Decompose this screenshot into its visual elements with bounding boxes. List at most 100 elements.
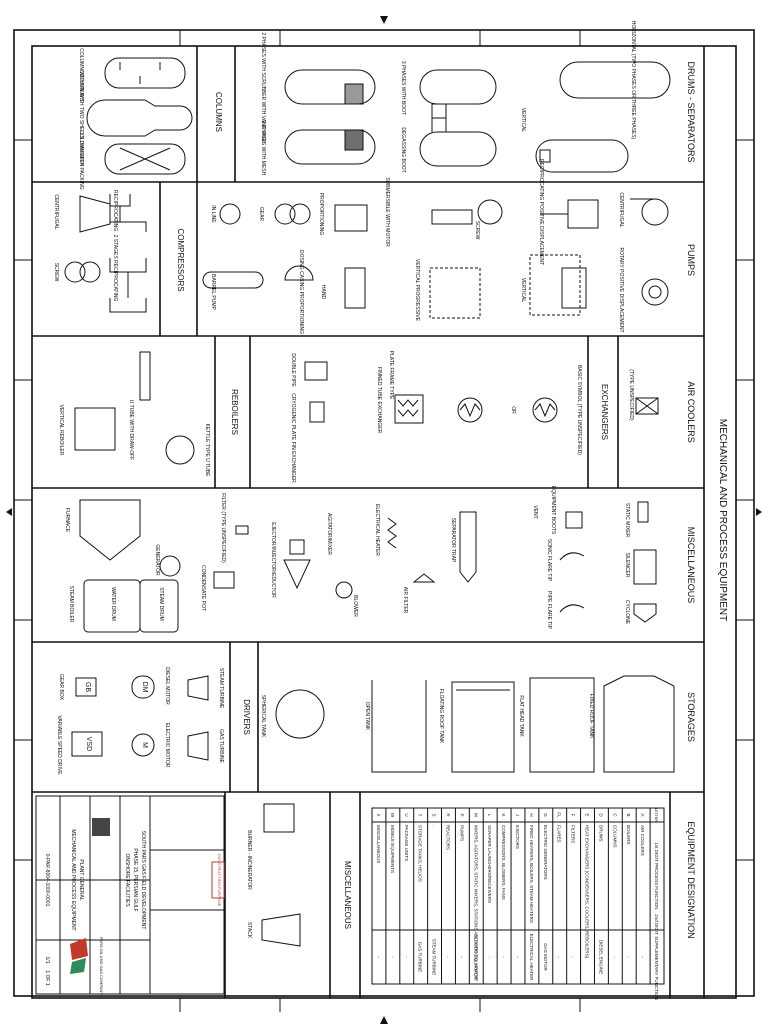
- designation-cell-supplementary: -: [640, 956, 645, 958]
- designation-cell-supplementary: -: [459, 956, 464, 958]
- designation-cell-process: FLARES: [557, 825, 562, 843]
- pump-label-hand: HAND: [320, 285, 326, 300]
- tb-sheet: 1 OF 1: [44, 970, 50, 986]
- misc-label-agitator: AGITATOR/MIXER: [326, 513, 332, 555]
- exchangers-title: EXCHANGERS: [600, 384, 609, 440]
- misc-label-steam-boiler: STEAM BOILER: [68, 586, 74, 623]
- designation-cell-supplementary: -: [445, 956, 450, 958]
- compressors-title: COMPRESSORS: [176, 228, 185, 291]
- tb-logo: PARS OIL AND GAS COMPANY: [99, 937, 104, 995]
- designation-cell-process: PACKAGE UNITS: [404, 825, 409, 861]
- misc2-label-burner: BURNER - INCINERATOR: [246, 830, 252, 890]
- driver-symbols: [71, 675, 209, 761]
- pump-label-gear: GEAR: [258, 207, 264, 222]
- comp-label-2stages: 2 STAGES RECIPROCATING: [112, 235, 118, 302]
- designation-cell-process: MOBILE EQUIPMENTS: [390, 825, 395, 873]
- main-title: MECHANICAL AND PROCESS EQUIPMENT: [717, 419, 728, 621]
- designation-cell-letter: A: [640, 813, 645, 816]
- designation-cell-process: STORAGE TANKS, HELIOS: [418, 825, 423, 882]
- column-label-packing: COLUMN WITH PACKING: [78, 130, 84, 189]
- pump-label-proportioning: PROPORTIONING: [318, 193, 324, 236]
- driver-vsd: VSD: [85, 737, 92, 751]
- misc2-title: MISCELLANEOUS: [343, 861, 352, 929]
- designation-cell-letter: L: [487, 814, 492, 817]
- pump-label-barrel: BARREL PUMP: [210, 274, 216, 310]
- pump-label-vert-progressive: VERTICAL PROGRESSIVE: [414, 259, 420, 322]
- column-label-trays: COLUMN WITH TRAYS: [78, 48, 84, 102]
- storage-symbols: [275, 675, 675, 773]
- designation-cell-supplementary: ELECTRICAL MOTOR: [473, 934, 478, 980]
- designation-cell-process: REACTORS: [445, 825, 450, 850]
- driver-m: M: [141, 742, 148, 748]
- pump-label-vertical: VERTICAL: [520, 278, 526, 303]
- designation-cell-process: MISCELLANEOUS: [376, 825, 381, 863]
- outer-border: [13, 29, 755, 997]
- designation-cell-supplementary: -: [501, 956, 506, 958]
- driver-label-electric: ELECTRIC MOTOR: [164, 723, 170, 768]
- designation-cell-supplementary: -: [557, 956, 562, 958]
- tb-stamp: CONSTRUCTION PURPOSE: [217, 854, 222, 907]
- designation-cell-process: COLUMNS: [612, 825, 617, 848]
- misc-label-silencer: SILENCER: [624, 552, 630, 577]
- designation-cell-supplementary: -: [585, 956, 590, 958]
- designation-header-first: 1st DIGIT PROCESS FUNCTION: [654, 843, 659, 910]
- drums-symbols: [284, 61, 671, 173]
- misc-label-equipment-boots: EQUIPMENT BOOTS: [550, 486, 556, 535]
- driver-label-gas-turbine: GAS TURBINE: [218, 729, 224, 763]
- designation-cell-letter: M: [473, 813, 478, 817]
- designation-cell-letter: FL: [557, 812, 562, 818]
- designation-cell-supplementary: -: [487, 956, 492, 958]
- designation-cell-supplementary: -: [571, 956, 576, 958]
- columns-title: COLUMNS: [214, 92, 223, 132]
- pump-label-screw: SCREW: [474, 221, 480, 240]
- reb-label-vertical: VERTICAL REBOILER: [58, 405, 64, 456]
- designation-cell-supplementary: -: [404, 956, 409, 958]
- tb-line-0: SOUTH PARS GAS FIELD DEVELOPMENT: [140, 831, 146, 930]
- designation-cell-letter: X: [376, 813, 381, 816]
- designation-cell-letter: J: [515, 814, 520, 816]
- zone-ticks: [14, 30, 754, 1012]
- exch-label-cryogenic: CRYOGENIC PLATE FIN EXCHANGER: [290, 393, 296, 483]
- misc-label-water-drum: WATER DRUM: [110, 587, 116, 621]
- misc-label-steam-drum: STEAM DRUM: [158, 587, 164, 621]
- driver-label-vsd: VARIABLE SPEED DRIVE: [56, 715, 62, 775]
- designation-cell-letter: K: [501, 813, 506, 816]
- tb-doc-no: 0-PAR-8004-1000-0001: [44, 854, 50, 907]
- designation-cell-letter: C: [612, 813, 617, 817]
- designation-cell-letter: W: [390, 813, 395, 818]
- drum-label-3phase: 3 PHASES WITH BOOT: [400, 61, 406, 115]
- misc-label-air-filter: AIR FILTER: [402, 587, 408, 614]
- designation-cell-process: COMPRESSORS, BLOWERS, FANS: [501, 825, 506, 900]
- driver-dm: DM: [141, 682, 148, 693]
- misc-label-separator-trap: SEPARATOR TRAP: [450, 518, 456, 563]
- misc-label-vent: VENT: [532, 505, 538, 518]
- misc-label-static-mixer: STATIC MIXER: [624, 503, 630, 538]
- pumps-title: PUMPS: [686, 244, 696, 276]
- storage-label-floating-roof: FLOATING ROOF TANK: [438, 689, 444, 744]
- misc-symbols: [79, 499, 657, 633]
- pump-label-centrifugal: CENTRIFUGAL: [618, 192, 624, 228]
- driver-label-gearbox: GEAR BOX: [58, 674, 64, 701]
- comp-label-reciprocating: RECIPROCATING: [112, 190, 118, 231]
- misc-label-pipe-flare: PIPE FLARE TIP: [546, 591, 552, 630]
- drivers-title: DRIVERS: [242, 699, 251, 735]
- designation-cell-letter: T: [418, 814, 423, 817]
- designation-cell-process: ELECTRIC GENERATORS: [543, 825, 548, 880]
- exch-label-finned: FINNED TUBE EXCHANGER: [376, 367, 382, 434]
- designation-cell-letter: G: [543, 813, 548, 817]
- pump-label-dosing: DOSING CASING PROPORTIONING: [298, 250, 304, 334]
- designation-cell-process: MIXERS, AGITATORS, STATIC MIXERS, STATIO…: [473, 825, 478, 982]
- designation-cell-process: EJECTORS: [515, 825, 520, 849]
- misc-label-filter: FILTER (TYPE UNSPECIFIED): [220, 493, 226, 563]
- pump-label-inline: IN LINE: [210, 205, 216, 223]
- designation-cell-letter: D: [598, 813, 603, 817]
- misc-label-electrical-heater: ELECTRICAL HEATER: [374, 504, 380, 556]
- designation-cell-process: SCRAPER LAUNCHERS/RECEIVERS: [487, 825, 492, 903]
- driver-gb: GB: [84, 682, 91, 692]
- drums-title: DRUMS - SEPARATORS: [686, 61, 696, 162]
- reb-label-kettle: KETTLE TYPE U TUBE: [204, 424, 210, 478]
- drum-label-horizontal: HORIZONTAL (TWO PHASES OR THREE PHASES): [630, 21, 636, 140]
- pump-label-submersible: SUBMERSIBLE WITH MOTOR: [384, 177, 390, 247]
